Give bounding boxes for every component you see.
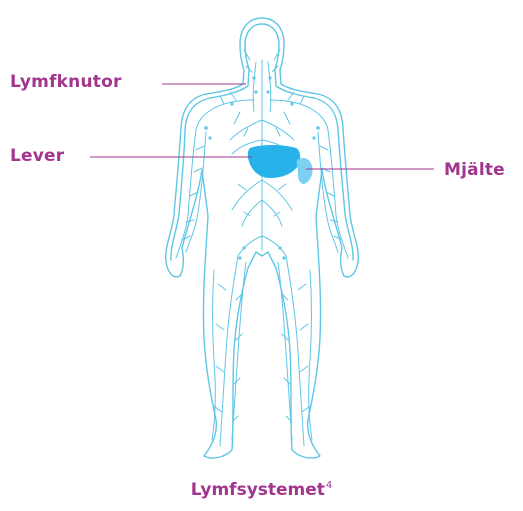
neck-vessel-left [253, 62, 256, 112]
shoulder-vessel-left [196, 100, 254, 130]
lymph-node [290, 102, 293, 105]
lymph-node [238, 256, 241, 259]
leg-vessel-left [220, 256, 238, 446]
label-liver: Lever [10, 146, 64, 166]
lymph-node [204, 126, 208, 130]
lymph-node [282, 256, 285, 259]
label-spleen: Mjälte [444, 160, 505, 180]
lymph-node [254, 90, 257, 93]
lymph-node [242, 246, 245, 249]
spleen-shape [297, 158, 313, 184]
shoulder-vessel-right [270, 100, 328, 130]
leg-vessel-left-3 [212, 270, 215, 440]
diagram-caption: Lymfsystemet4 [0, 480, 523, 500]
lymph-node [312, 136, 315, 139]
lymph-node [252, 76, 255, 79]
leg-vessel-right [286, 256, 304, 446]
lymph-node [208, 136, 211, 139]
neck-vessel-right [268, 62, 271, 112]
lymph-vessels [176, 50, 348, 446]
lymph-node [266, 90, 269, 93]
lymph-node [230, 102, 233, 105]
lymph-node [268, 76, 271, 79]
caption-reference: 4 [326, 480, 332, 491]
caption-title: Lymfsystemet [191, 480, 325, 500]
label-lymph-nodes: Lymfknutor [10, 72, 122, 92]
liver-shape [248, 145, 300, 178]
lymph-node [316, 126, 320, 130]
leg-vessel-right-3 [309, 270, 312, 440]
lymph-node [278, 246, 281, 249]
